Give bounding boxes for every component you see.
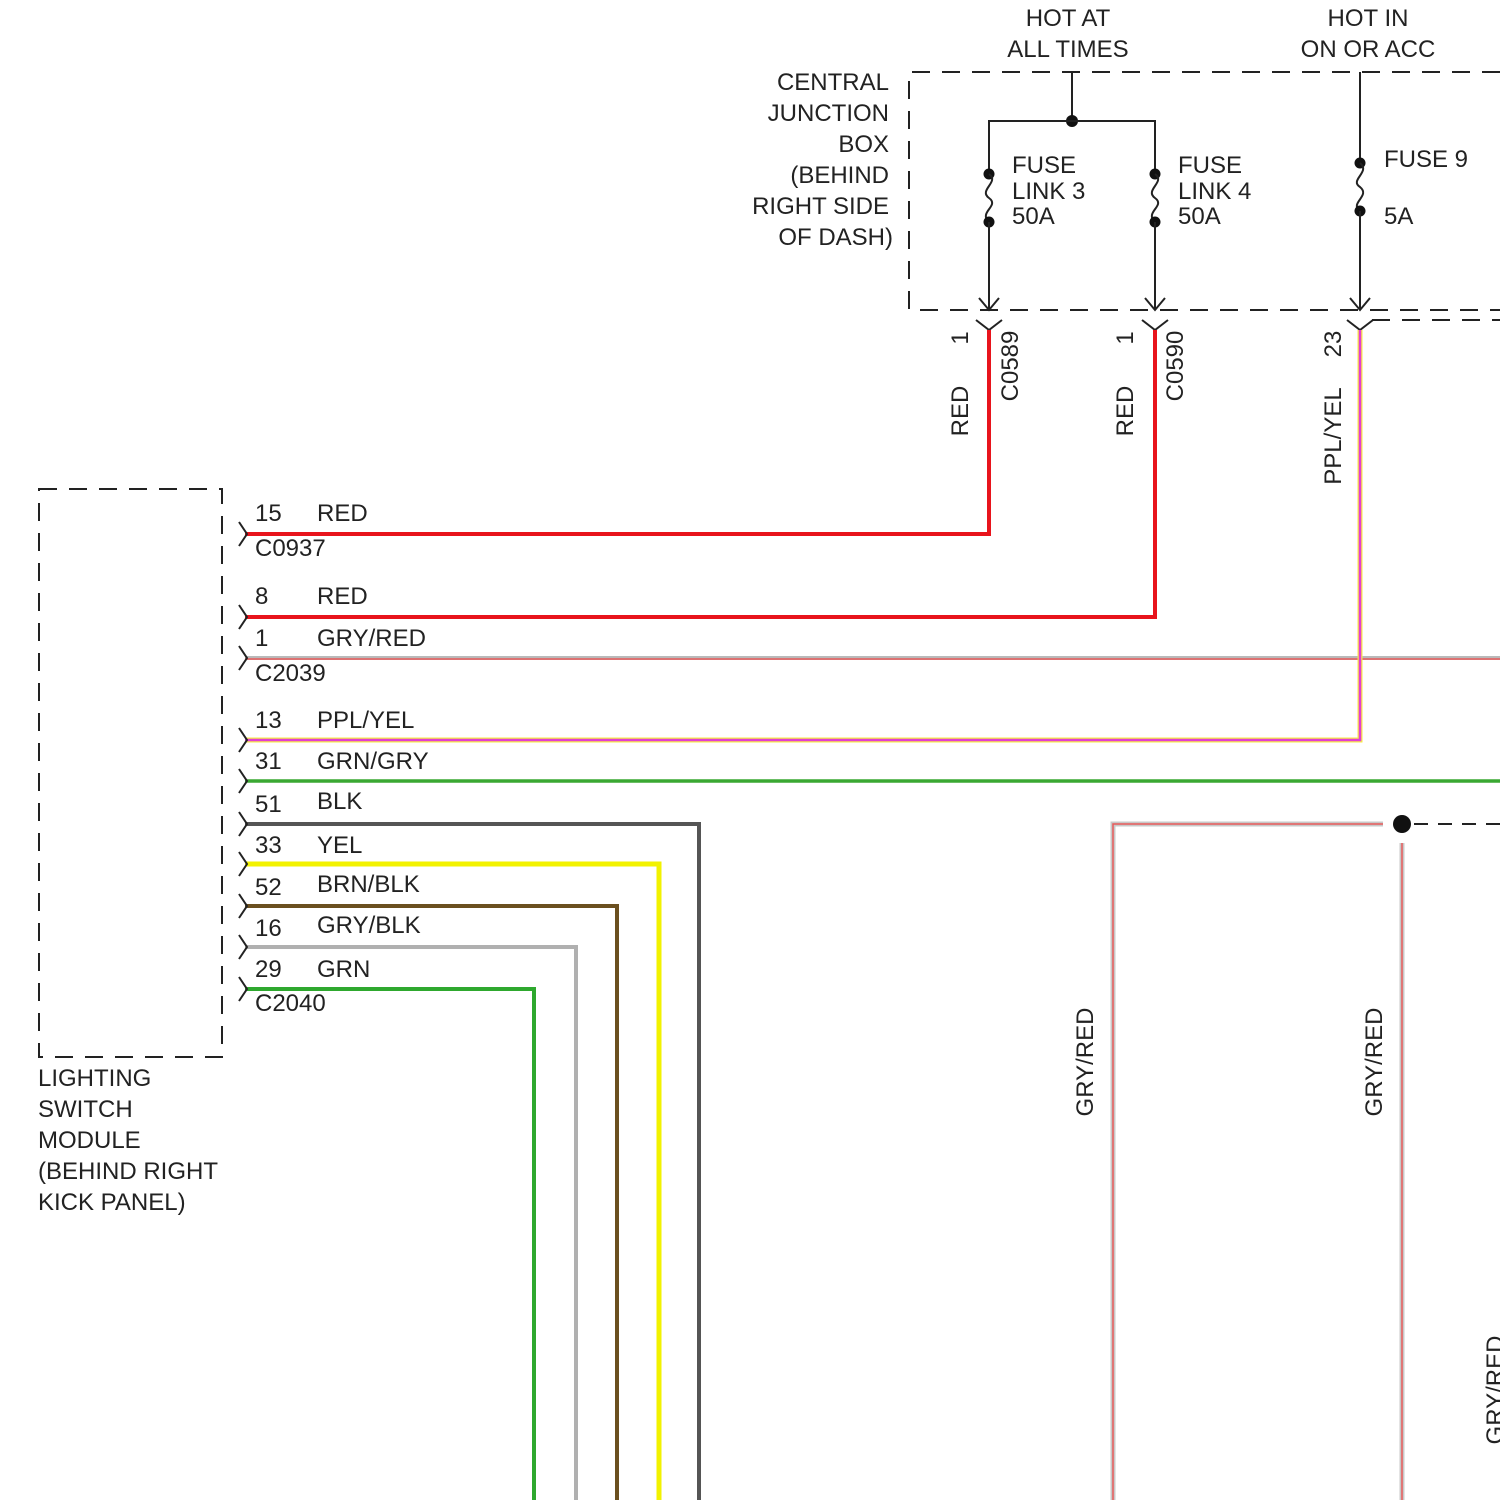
junction-box-label-1: CENTRAL — [777, 69, 889, 96]
junction-box-label-2: JUNCTION — [768, 100, 889, 127]
connector-c2039: C2039 — [255, 660, 326, 687]
fuse-link-3-label-1: FUSE — [1012, 152, 1076, 179]
module-label-3: MODULE — [38, 1127, 141, 1154]
side-wire-3-label: GRY/RED — [1482, 1336, 1500, 1445]
pin-31-wire: GRN/GRY — [317, 748, 429, 775]
pin-16-number: 16 — [255, 915, 282, 942]
module-label-4: (BEHIND RIGHT — [38, 1158, 218, 1185]
pin-16-wire: GRY/BLK — [317, 912, 421, 939]
fuse-9-label-2: 5A — [1384, 203, 1413, 230]
junction-box-label-4: (BEHIND — [790, 162, 889, 189]
pin-31-number: 31 — [255, 748, 282, 775]
connector-c0590-symbol — [1142, 320, 1168, 330]
side-wire-2-label: GRY/RED — [1361, 1008, 1388, 1117]
fuse-link-4-label-1: FUSE — [1178, 152, 1242, 179]
pin-51-number: 51 — [255, 791, 282, 818]
fuse-9-label-1: FUSE 9 — [1384, 146, 1468, 173]
wire-blk — [245, 824, 699, 1500]
wire-gry-red-loop-red — [1113, 824, 1383, 1500]
pin-1-wire: GRY/RED — [317, 625, 426, 652]
feed-wire-1-connector: C0589 — [997, 331, 1024, 402]
wire-yel — [245, 864, 659, 1500]
lighting-switch-module-outline — [39, 489, 222, 1057]
fuse-link-4-label-2: LINK 4 — [1178, 178, 1251, 205]
wire-gry-red-loop-gray — [1113, 824, 1383, 1500]
fuse-9 — [1350, 72, 1370, 310]
pin-52-wire: BRN/BLK — [317, 871, 420, 898]
connector-c2040: C2040 — [255, 990, 326, 1017]
pin-29-number: 29 — [255, 956, 282, 983]
module-label-5: KICK PANEL) — [38, 1189, 186, 1216]
feed-wire-1-color: RED — [947, 386, 974, 437]
module-label-2: SWITCH — [38, 1096, 133, 1123]
pin-8-number: 8 — [255, 583, 268, 610]
pin-13-number: 13 — [255, 707, 282, 734]
pin-chevrons — [239, 522, 247, 1001]
junction-box-label-3: BOX — [838, 131, 889, 158]
hot-in-on-or-acc-line2: ON OR ACC — [1301, 36, 1436, 63]
pin-29-wire: GRN — [317, 956, 370, 983]
pin-1-number: 1 — [255, 625, 268, 652]
side-wire-1-label: GRY/RED — [1072, 1008, 1099, 1117]
hot-at-all-times-line1: HOT AT — [1026, 5, 1111, 32]
fuse-link-4 — [1145, 169, 1165, 311]
feed-wire-2-pin: 1 — [1112, 331, 1139, 344]
pin-33-number: 33 — [255, 832, 282, 859]
fuse-link-3-label-2: LINK 3 — [1012, 178, 1085, 205]
pin-33-wire: YEL — [317, 832, 362, 859]
junction-box-label-5: RIGHT SIDE — [752, 193, 889, 220]
module-label-1: LIGHTING — [38, 1065, 151, 1092]
pin-52-number: 52 — [255, 874, 282, 901]
pin-13-wire: PPL/YEL — [317, 707, 414, 734]
fuse-link-4-label-3: 50A — [1178, 203, 1221, 230]
pin-15-wire: RED — [317, 500, 368, 527]
wire-gry-blk — [245, 947, 576, 1500]
hot-at-all-times-line2: ALL TIMES — [1007, 36, 1128, 63]
feed-wire-3-color: PPL/YEL — [1320, 387, 1347, 484]
connector-c0937: C0937 — [255, 535, 326, 562]
wire-grn — [245, 989, 534, 1500]
pin-8-wire: RED — [317, 583, 368, 610]
feed-wire-1-pin: 1 — [947, 331, 974, 344]
junction-box-label-6: OF DASH) — [778, 224, 893, 251]
connector-23-symbol — [1347, 320, 1373, 330]
connector-c0589-symbol — [976, 320, 1002, 330]
pin-15-number: 15 — [255, 500, 282, 527]
splice-dot — [1393, 815, 1411, 833]
hot-in-on-or-acc-line1: HOT IN — [1328, 5, 1409, 32]
pin-51-wire: BLK — [317, 788, 362, 815]
fuse-link-3-label-3: 50A — [1012, 203, 1055, 230]
fuse-link-3 — [979, 169, 999, 311]
feed-wire-3-pin: 23 — [1320, 331, 1347, 358]
feed-wire-2-connector: C0590 — [1162, 331, 1189, 402]
feed-wire-2-color: RED — [1112, 386, 1139, 437]
